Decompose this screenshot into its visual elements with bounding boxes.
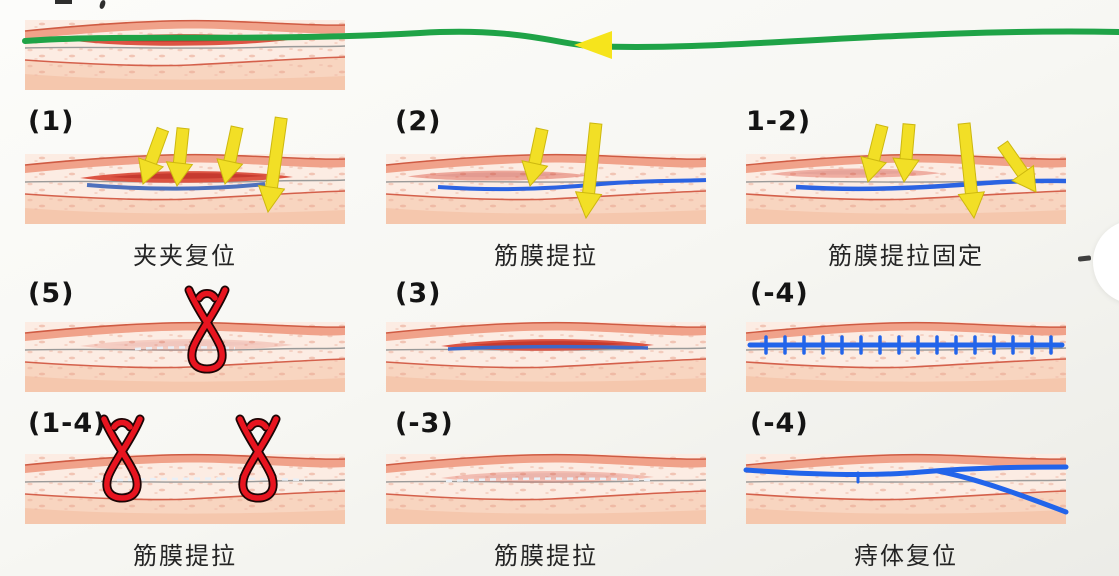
panel-number: (-4) xyxy=(750,408,809,439)
panel-number: (2) xyxy=(395,106,442,137)
partial-circle-button[interactable] xyxy=(1093,220,1119,304)
healed-incision xyxy=(94,477,306,483)
dash-icon xyxy=(1077,255,1092,262)
panel-1 xyxy=(24,115,346,225)
panel-intro xyxy=(24,14,346,91)
blue-thread-short xyxy=(447,344,649,351)
panel-caption: 筋膜提拉 xyxy=(494,542,598,570)
panel-number: (5) xyxy=(28,278,75,309)
tissue-cross-section xyxy=(385,121,707,225)
blue-thread-branch xyxy=(743,464,1069,515)
panel-number: (-3) xyxy=(395,408,454,439)
panel-5 xyxy=(24,316,346,393)
panel-minus4-suture xyxy=(745,316,1067,393)
blue-suture-ticked xyxy=(747,335,1065,355)
panel-number: 1-2) xyxy=(746,106,812,137)
cropped-glyph-mark xyxy=(98,0,107,10)
panel-number: (3) xyxy=(395,278,442,309)
panel-caption: 夹夹复位 xyxy=(133,242,237,270)
blue-thread-short xyxy=(86,182,266,191)
panel-minus4-reposition xyxy=(743,448,1069,525)
panel-3 xyxy=(385,316,707,393)
panel-caption: 筋膜提拉固定 xyxy=(828,242,984,270)
tissue-cross-section xyxy=(745,321,1067,393)
tissue-cross-section xyxy=(24,316,346,393)
cropped-glyph-mark xyxy=(55,0,72,4)
tissue-cross-section xyxy=(24,19,346,91)
panel-1-4 xyxy=(24,448,346,525)
panel-2 xyxy=(385,121,707,225)
tissue-cross-section xyxy=(745,121,1067,225)
blue-thread xyxy=(437,178,707,192)
panel-caption: 筋膜提拉 xyxy=(494,242,598,270)
tissue-cross-section xyxy=(24,448,346,525)
panel-number: (1-4) xyxy=(28,408,107,439)
tissue-cross-section xyxy=(24,115,346,225)
panel-number: (-4) xyxy=(750,278,809,309)
panel-caption: 筋膜提拉 xyxy=(133,542,237,570)
panel-caption: 痔体复位 xyxy=(854,542,958,570)
tissue-cross-section xyxy=(385,321,707,393)
tissue-cross-section xyxy=(385,453,707,525)
panel-number: (1) xyxy=(28,106,75,137)
panel-1-2 xyxy=(745,121,1067,225)
panel-minus3 xyxy=(385,448,707,525)
left-arrowhead-icon xyxy=(574,31,612,59)
healed-incision xyxy=(445,477,652,483)
tissue-cross-section xyxy=(743,453,1069,525)
